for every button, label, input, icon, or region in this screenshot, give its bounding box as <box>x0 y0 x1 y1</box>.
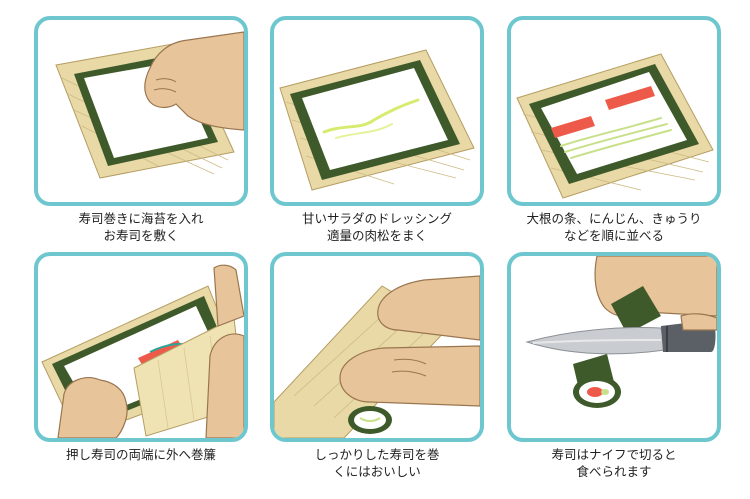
step-4-caption-line-1: 押し寿司の両端に外へ巻簾 <box>65 447 216 462</box>
step-5-drawing <box>274 275 480 438</box>
step-5-caption-line-1: しっかりした寿司を巻 <box>314 447 440 462</box>
step-5-illustration <box>270 252 484 442</box>
roll-end <box>348 406 392 434</box>
hand <box>144 31 244 131</box>
step-3-caption-line-1: 大根の条、にんじん、きゅうり <box>526 211 702 226</box>
step-6-caption-line-2: 食べられます <box>576 464 652 479</box>
step-2-drawing <box>279 49 475 191</box>
step-3-illustration <box>507 16 721 206</box>
left-hand <box>57 377 128 438</box>
step-3-drawing <box>516 53 714 199</box>
step-4-illustration <box>34 252 248 442</box>
top-hand <box>377 275 480 341</box>
step-4-drawing <box>41 264 244 438</box>
cucumber-strips <box>560 117 672 159</box>
step-1-illustration <box>34 16 248 206</box>
step-5-caption: しっかりした寿司を巻 くにはおいしい <box>260 446 494 480</box>
step-6-illustration <box>507 252 721 442</box>
step-2-caption-line-1: 甘いサラダのドレッシング <box>301 211 452 226</box>
salmon-strip-1 <box>551 116 595 138</box>
right-hand <box>205 333 244 438</box>
step-2-caption: 甘いサラダのドレッシング 適量の肉松をまく <box>260 210 494 244</box>
step-2-caption-line-2: 適量の肉松をまく <box>326 228 427 243</box>
step-6-drawing <box>525 256 717 408</box>
dressing-line <box>322 98 420 134</box>
salmon-strip-2 <box>605 86 655 110</box>
step-3-caption: 大根の条、にんじん、きゅうり などを順に並べる <box>497 210 731 244</box>
bottom-hand <box>339 345 480 407</box>
step-1-caption-line-2: お寿司を敷く <box>103 228 179 243</box>
sushi-slice <box>573 354 621 408</box>
step-5-caption-line-2: くにはおいしい <box>333 464 421 479</box>
step-1-caption: 寿司巻きに海苔を入れ お寿司を敷く <box>24 210 258 244</box>
step-4-caption: 押し寿司の両端に外へ巻簾 <box>24 446 258 463</box>
step-1-caption-line-1: 寿司巻きに海苔を入れ <box>78 211 204 226</box>
step-6-caption: 寿司はナイフで切ると 食べられます <box>497 446 731 480</box>
step-3-caption-line-2: などを順に並べる <box>563 228 664 243</box>
sushi-roll <box>611 286 661 334</box>
step-6-caption-line-1: 寿司はナイフで切ると <box>551 447 677 462</box>
step-1-drawing <box>55 31 244 179</box>
step-2-illustration <box>270 16 484 206</box>
